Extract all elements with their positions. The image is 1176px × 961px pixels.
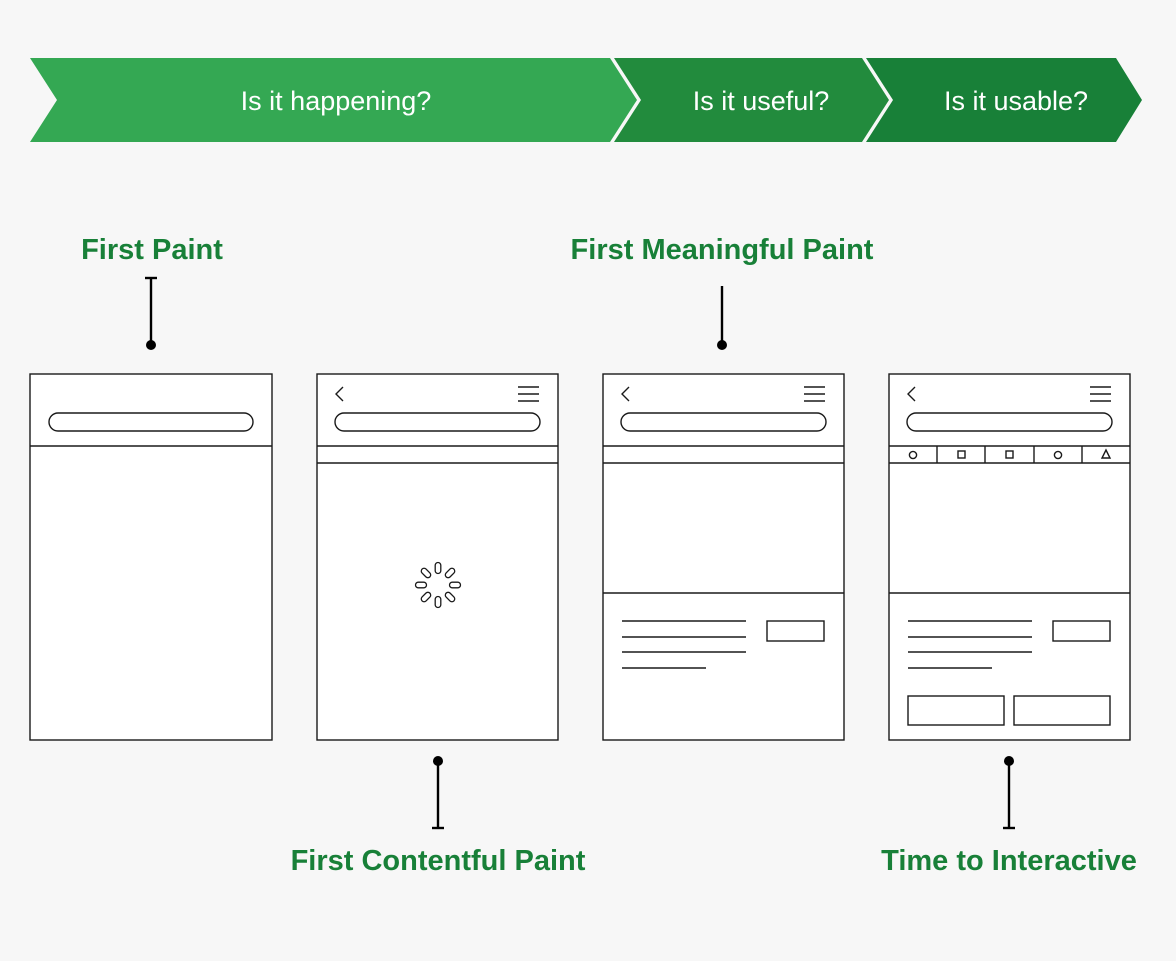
loading-spinner-icon bbox=[414, 561, 462, 609]
chevron-left-icon bbox=[907, 386, 916, 402]
chevron-left-icon bbox=[621, 386, 630, 402]
hamburger-menu-icon bbox=[1090, 386, 1111, 402]
spinner-segment bbox=[420, 591, 432, 603]
square-icon bbox=[1005, 450, 1014, 459]
content-text-lines bbox=[622, 620, 746, 669]
chevron-left-icon bbox=[335, 386, 344, 402]
stage-chevron-usable bbox=[866, 58, 1142, 142]
leader-first-paint bbox=[145, 276, 157, 350]
milestone-label-time-to-interactive: Time to Interactive bbox=[881, 845, 1137, 877]
spinner-segment bbox=[414, 581, 428, 589]
hamburger-menu-icon bbox=[804, 386, 825, 402]
spinner-segment bbox=[420, 567, 432, 579]
milestone-label-first-contentful-paint: First Contentful Paint bbox=[291, 845, 586, 877]
spinner-segment bbox=[434, 595, 442, 609]
address-bar bbox=[906, 412, 1113, 432]
milestone-label-first-meaningful-paint: First Meaningful Paint bbox=[571, 234, 874, 266]
stage-label-usable: Is it usable? bbox=[944, 86, 1088, 116]
hamburger-menu-icon bbox=[518, 386, 539, 402]
circle-icon bbox=[908, 450, 918, 460]
phone-frame-first-meaningful-paint bbox=[602, 373, 845, 741]
content-button-outline bbox=[766, 620, 825, 642]
triangle-icon bbox=[1100, 448, 1112, 459]
content-text-lines bbox=[908, 620, 1032, 669]
action-button-outline bbox=[907, 695, 1005, 726]
address-bar bbox=[620, 412, 827, 432]
spinner-segment bbox=[434, 561, 442, 575]
stage-label-happening: Is it happening? bbox=[241, 86, 432, 116]
stage-chevron-useful bbox=[614, 58, 889, 142]
stage-banner: Is it happening? Is it useful? Is it usa… bbox=[30, 58, 1142, 142]
milestone-label-first-paint: First Paint bbox=[81, 234, 223, 266]
spinner-segment bbox=[448, 581, 462, 589]
phone-frame-first-paint bbox=[29, 373, 273, 741]
phone-frame-first-contentful-paint bbox=[316, 373, 559, 741]
leader-time-to-interactive bbox=[1003, 756, 1015, 830]
spinner-segment bbox=[444, 567, 456, 579]
stage-chevron-happening bbox=[30, 58, 637, 142]
leader-first-meaningful-paint bbox=[717, 286, 727, 350]
toolbar-dividers bbox=[936, 446, 1083, 463]
address-bar bbox=[48, 412, 254, 432]
circle-icon bbox=[1053, 450, 1063, 460]
square-icon bbox=[957, 450, 966, 459]
spinner-segment bbox=[444, 591, 456, 603]
content-button-outline bbox=[1052, 620, 1111, 642]
action-button-outline bbox=[1013, 695, 1111, 726]
leader-first-contentful-paint bbox=[432, 756, 444, 830]
stage-label-useful: Is it useful? bbox=[693, 86, 830, 116]
phone-frame-time-to-interactive bbox=[888, 373, 1131, 741]
address-bar bbox=[334, 412, 541, 432]
